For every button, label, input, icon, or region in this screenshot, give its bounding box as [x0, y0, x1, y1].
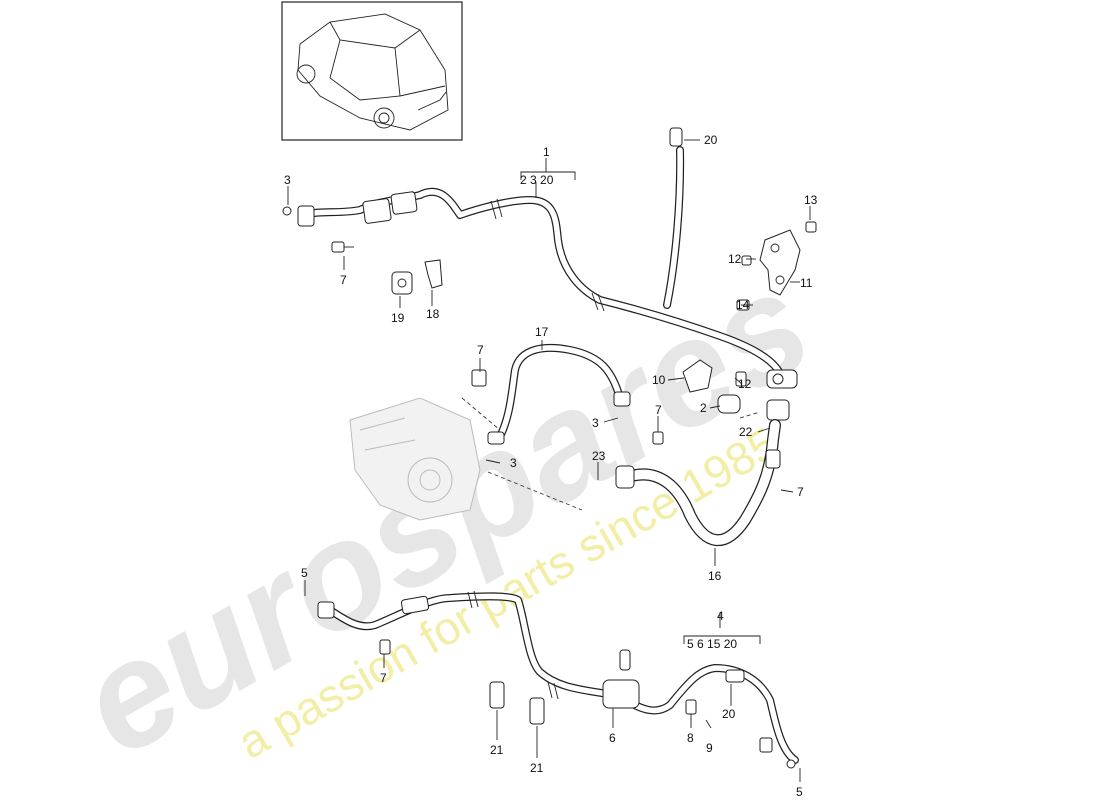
- callout-23: 23: [592, 449, 606, 463]
- callout-7-mid: 7: [655, 403, 662, 417]
- callout-12-lower: 12: [738, 377, 752, 391]
- bolt-7-top: [282, 206, 354, 253]
- callout-6: 6: [609, 731, 616, 745]
- vehicle-thumbnail: [281, 1, 463, 141]
- callout-7-right: 7: [797, 485, 804, 499]
- callout-9: 9: [706, 741, 713, 755]
- callout-3-lower: 3: [510, 456, 517, 470]
- callout-18: 18: [426, 307, 440, 321]
- callout-7-upper-mid: 7: [477, 343, 484, 357]
- callout-16: 16: [708, 569, 722, 583]
- callout-3-top: 3: [284, 173, 291, 187]
- callout-1: 1: [543, 145, 550, 159]
- callout-7-top: 7: [340, 273, 347, 287]
- callout-20-top: 20: [704, 133, 718, 147]
- clips-18-19: [391, 259, 443, 295]
- clamp-parts: [652, 359, 790, 445]
- leader-lines: [287, 139, 811, 782]
- pipe-20: [663, 127, 685, 309]
- hose-16: [615, 419, 781, 546]
- callout-21-right: 21: [530, 761, 544, 775]
- callout-19: 19: [391, 311, 405, 325]
- bracket-11: [736, 221, 817, 311]
- callout-10: 10: [652, 373, 666, 387]
- callout-labels: 1 2 3 20 20 3 7 13 12 11 14 19 18 17 7 1…: [284, 133, 818, 799]
- callout-1-sub: 2 3 20: [520, 173, 554, 187]
- callout-5-left: 5: [301, 566, 308, 580]
- callout-12-upper: 12: [728, 252, 742, 266]
- compressor: [349, 397, 481, 521]
- hose-assembly-4: [317, 590, 799, 769]
- callout-4: 4: [717, 609, 724, 623]
- hose-17: [471, 343, 631, 445]
- callout-7-lower: 7: [380, 671, 387, 685]
- callout-5-right: 5: [796, 785, 803, 799]
- hose-assembly-1: [297, 187, 798, 389]
- callout-2-right: 2: [700, 401, 707, 415]
- callout-8: 8: [687, 731, 694, 745]
- callout-11: 11: [800, 276, 813, 290]
- reference-lines: [461, 397, 761, 511]
- callout-3-mid: 3: [592, 416, 599, 430]
- callout-22: 22: [739, 425, 753, 439]
- callout-21-left: 21: [490, 743, 504, 757]
- callout-14: 14: [736, 298, 750, 312]
- callout-13: 13: [804, 193, 818, 207]
- callout-20-lower: 20: [722, 707, 736, 721]
- callout-4-sub: 5 6 15 20: [687, 637, 737, 651]
- callout-17: 17: [535, 325, 549, 339]
